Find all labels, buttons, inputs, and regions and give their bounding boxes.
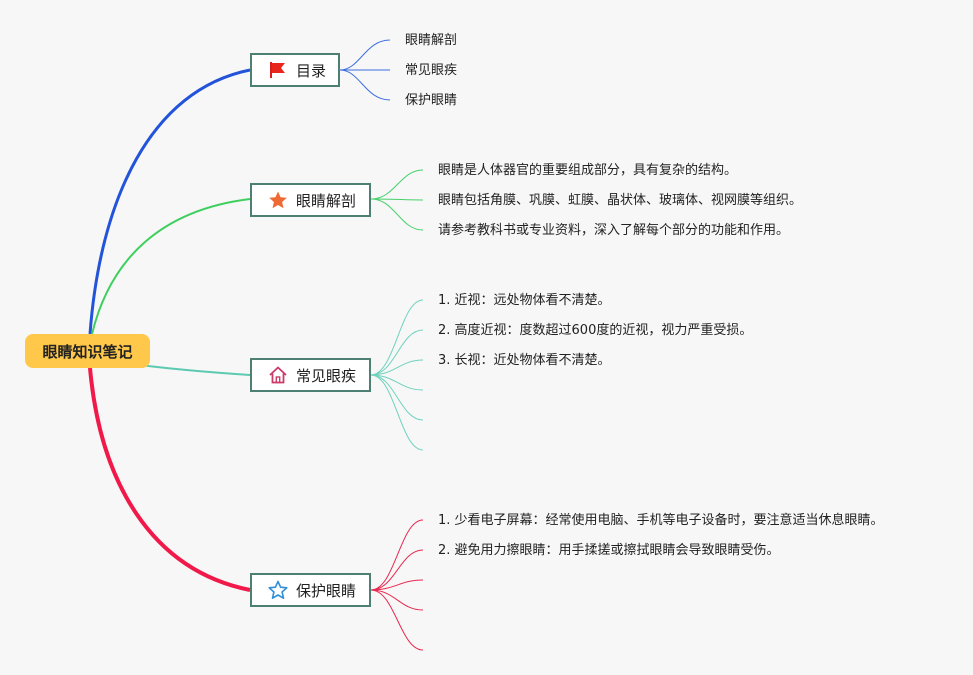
toc-item[interactable]: 保护眼睛 <box>405 93 458 108</box>
branch-anatomy <box>91 198 251 335</box>
topic-toc-label: 目录 <box>296 61 327 80</box>
branch-toc <box>88 68 251 335</box>
disease-item[interactable]: 1. 近视：远处物体看不清楚。 <box>438 293 611 308</box>
topic-anatomy-label: 眼睛解剖 <box>296 191 357 210</box>
disease-leaf-connectors <box>370 299 424 451</box>
protect-leaf-connectors <box>370 519 424 651</box>
topic-disease[interactable]: 常见眼疾 <box>250 358 371 392</box>
protect-item[interactable]: 2. 避免用力擦眼睛：用手揉搓或擦拭眼睛会导致眼睛受伤。 <box>438 543 780 558</box>
protect-item[interactable]: 1. 少看电子屏幕：经常使用电脑、手机等电子设备时，要注意适当休息眼睛。 <box>438 513 884 528</box>
toc-item[interactable]: 眼睛解剖 <box>405 33 458 48</box>
disease-item[interactable]: 3. 长视：近处物体看不清楚。 <box>438 353 611 368</box>
branch-protect <box>88 367 251 592</box>
toc-item[interactable]: 常见眼疾 <box>405 63 458 78</box>
toc-leaf-connectors <box>339 39 391 101</box>
branch-disease <box>139 364 251 376</box>
home-icon <box>268 365 288 385</box>
disease-item[interactable]: 2. 高度近视：度数超过600度的近视，视力严重受损。 <box>438 323 753 338</box>
topic-disease-label: 常见眼疾 <box>296 366 357 385</box>
anatomy-item[interactable]: 眼睛包括角膜、巩膜、虹膜、晶状体、玻璃体、视网膜等组织。 <box>438 193 803 208</box>
anatomy-item[interactable]: 眼睛是人体器官的重要组成部分，具有复杂的结构。 <box>438 163 738 178</box>
anatomy-leaf-connectors <box>370 169 424 231</box>
anatomy-item[interactable]: 请参考教科书或专业资料，深入了解每个部分的功能和作用。 <box>438 223 790 238</box>
red-flag-icon <box>268 60 288 80</box>
topic-protect-label: 保护眼睛 <box>296 581 357 600</box>
root-label: 眼睛知识笔记 <box>42 342 133 361</box>
outline-star-icon <box>268 580 288 600</box>
topic-protect[interactable]: 保护眼睛 <box>250 573 371 607</box>
root-node[interactable]: 眼睛知识笔记 <box>25 334 150 368</box>
topic-anatomy[interactable]: 眼睛解剖 <box>250 183 371 217</box>
topic-toc[interactable]: 目录 <box>250 53 340 87</box>
orange-star-icon <box>268 190 288 210</box>
